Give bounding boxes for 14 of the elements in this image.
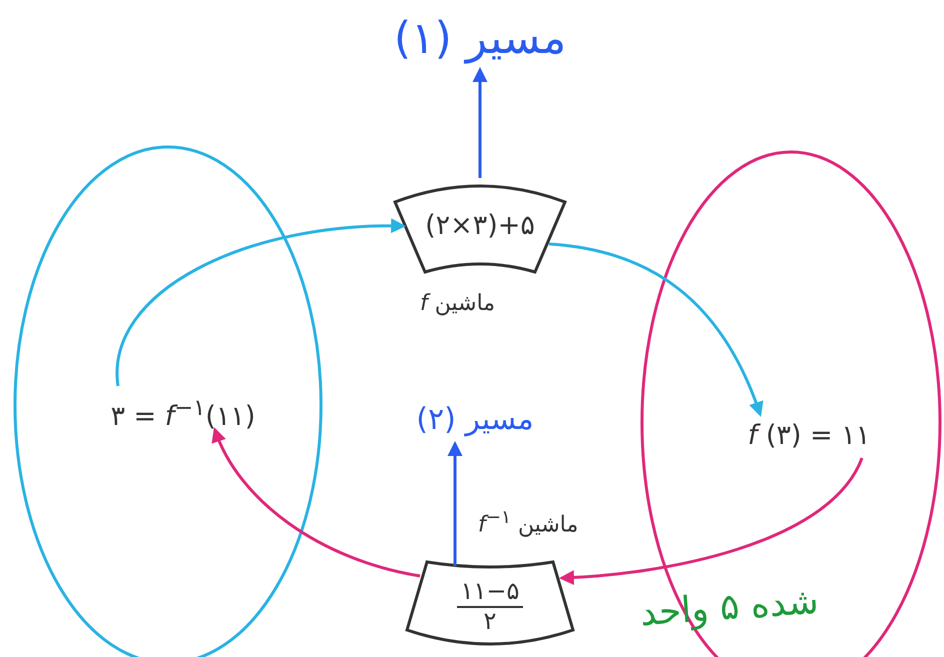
arrow (559, 457, 864, 585)
arrow (448, 441, 462, 566)
ellipse-outline (640, 150, 942, 657)
handwritten-note: شده ۵ واحد (638, 582, 820, 634)
fraction-denominator: ۲ (484, 608, 496, 636)
arrow (548, 242, 763, 417)
arrow (472, 67, 488, 178)
handwritten-note: مسیر (۱) (360, 8, 600, 70)
arrow (116, 218, 406, 386)
ellipse-outline (13, 145, 323, 657)
arrow (212, 427, 420, 578)
formula-text: (۲×۳)+۵ (425, 210, 535, 242)
handwritten-note: مسیر (۲) (412, 398, 538, 442)
fraction-numerator: ۱۱−۵ (456, 578, 524, 608)
